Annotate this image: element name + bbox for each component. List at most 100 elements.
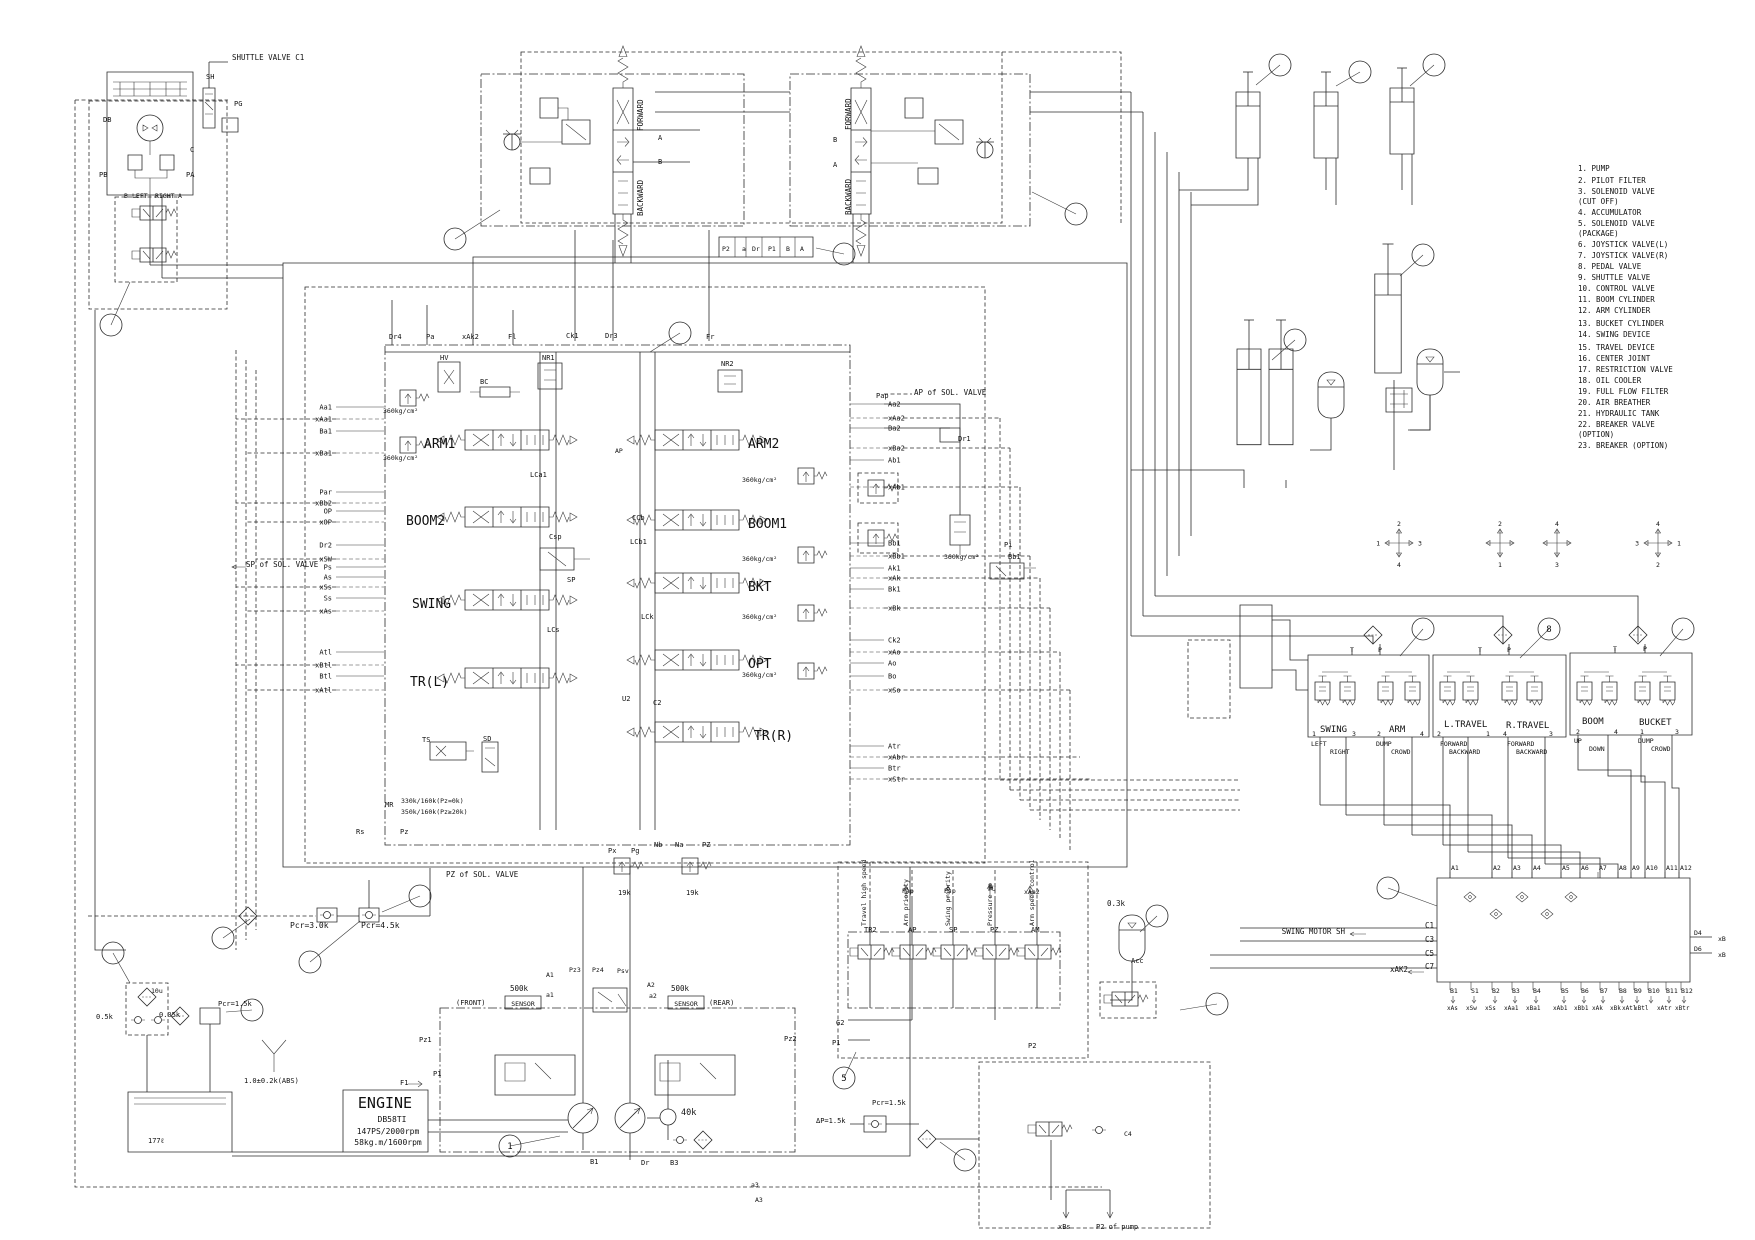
legend-item-8-pedal-valve: 8. PEDAL VALVE <box>1578 262 1642 271</box>
shuttle-port-a2: A2 <box>1493 864 1501 872</box>
solenoid-valve-package <box>838 862 1088 1058</box>
label-1-0-0-2k-abs: 1.0±0.2k(ABS) <box>244 1077 299 1085</box>
label-forward: FORWARD <box>844 98 853 130</box>
legend-item-3-solenoid-valve: 3. SOLENOID VALVE <box>1578 187 1655 196</box>
cv-port-xak: xAk <box>888 575 901 583</box>
label-a: A <box>178 192 182 200</box>
cv-port-xabr: xAbr <box>888 754 905 762</box>
label-pi: Pi <box>1004 541 1012 549</box>
label-pz: PZ <box>990 926 998 934</box>
label-ap: AP <box>908 926 916 934</box>
label-p2: P2 <box>1028 1042 1036 1050</box>
pedal-valve-left <box>481 45 744 257</box>
shuttle-port-d4: D4 <box>1694 929 1702 937</box>
balloon-10 <box>1377 877 1399 899</box>
cross-num-3: 3 <box>1555 561 1559 569</box>
label-p: P <box>1378 646 1382 654</box>
balloon-5 <box>833 1067 855 1089</box>
balloon-6 <box>1349 61 1371 83</box>
label-hv: HV <box>440 354 449 362</box>
label-tr-r: TR(R) <box>754 729 793 744</box>
label-pcr-4-5k: Pcr=4.5k <box>361 921 400 930</box>
legend-item-5-solenoid-valve: 5. SOLENOID VALVE <box>1578 219 1655 228</box>
label-ck1: Ck1 <box>566 332 579 340</box>
label-0-3k: 0.3k <box>1107 899 1126 908</box>
label-pz-of-sol-valve: PZ of SOL. VALVE <box>446 870 519 879</box>
label-psp: Psp <box>944 887 956 895</box>
label-19k: 19k <box>618 889 631 897</box>
cutoff-solenoid-valve <box>1100 982 1156 1018</box>
label-sd: SD <box>483 735 491 743</box>
label-forward: FORWARD <box>1507 740 1534 748</box>
cv-port-xop: xOP <box>319 519 332 527</box>
label-fl: Fl <box>508 333 516 341</box>
label-360kg-cm: 360kg/cm² <box>383 454 418 462</box>
label-bc: BC <box>480 378 488 386</box>
label-a1: a1 <box>546 991 554 999</box>
label-left: LEFT <box>132 192 148 200</box>
label-p1: P1 <box>768 245 776 253</box>
legend-item-20-air-breather: 20. AIR BREATHER <box>1578 398 1651 407</box>
label-4: 4 <box>1420 730 1424 738</box>
label-pap: Pap <box>902 887 914 895</box>
label-b: B <box>833 136 837 144</box>
cv-port-xbtl: xBtl <box>315 662 332 670</box>
label-p1: P1 <box>832 1039 840 1047</box>
cv-port-aa1: Aa1 <box>319 404 332 412</box>
label-nb: Nb <box>654 841 662 849</box>
label-pz: PZ <box>702 841 710 849</box>
label-p1: P1 <box>433 1070 441 1078</box>
cv-port-xbb1: xBb1 <box>888 553 905 561</box>
center-joint <box>1188 605 1308 718</box>
label-right: RIGHT <box>155 192 175 200</box>
engine-title: ENGINE <box>358 1094 412 1112</box>
label-arm: ARM <box>1389 725 1406 735</box>
label-bkt: BKT <box>748 580 772 595</box>
cross-num-3: 3 <box>1418 540 1422 548</box>
control-valve <box>283 263 1127 875</box>
cv-port-as: As <box>324 574 332 582</box>
label-boom1: BOOM1 <box>748 517 787 532</box>
label-sensor: SENSOR <box>674 1000 698 1008</box>
legend-item-package: (PACKAGE) <box>1578 229 1619 238</box>
label-0-05k: 0.05k <box>159 1011 181 1019</box>
cross-num-3: 3 <box>1635 540 1639 548</box>
cv-port-xss: xSs <box>319 584 332 592</box>
travel-port-block <box>719 237 813 257</box>
legend-item-11-boom-cylinder: 11. BOOM CYLINDER <box>1578 295 1655 304</box>
engine-torque: 58kg.m/1600rpm <box>354 1138 422 1147</box>
label-360kg-cm: 360kg/cm² <box>742 476 777 484</box>
label-rs: Rs <box>356 828 364 836</box>
label-a1: A1 <box>546 971 554 979</box>
label-dump: DUMP <box>1638 737 1654 745</box>
legend-item-18-oil-cooler: 18. OIL COOLER <box>1578 376 1642 385</box>
system-boundary <box>75 52 1121 1187</box>
cv-port-xbb2: xBb2 <box>315 500 332 508</box>
shuttle-line-xba1: xBa1 <box>1526 1005 1541 1012</box>
balloon-3 <box>100 314 122 336</box>
label-b3: B3 <box>670 1159 678 1167</box>
swing-device <box>107 62 238 282</box>
cv-port-bb1: Bb1 <box>888 540 901 548</box>
legend-item-7-joystick-valve-r: 7. JOYSTICK VALVE(R) <box>1578 251 1668 260</box>
label-2: 2 <box>1437 730 1441 738</box>
label-b: B <box>124 192 128 200</box>
label-boom: BOOM <box>1582 717 1604 727</box>
label-a3: a3 <box>751 1181 759 1189</box>
label-sp: SP <box>567 576 575 584</box>
shuttle-port-a3: A3 <box>1513 864 1521 872</box>
cv-port-xba1: xBa1 <box>315 450 332 458</box>
shuttle-port-c1: C1 <box>1425 921 1434 930</box>
label-dr: Dr <box>752 245 760 253</box>
label-boom2: BOOM2 <box>406 514 445 529</box>
label-3: 3 <box>1675 728 1679 736</box>
label-lck: LCk <box>641 613 654 621</box>
label-b: B <box>786 245 790 253</box>
label-px: Px <box>608 847 616 855</box>
label-backward: BACKWARD <box>636 179 645 216</box>
label-sp: SP <box>949 926 957 934</box>
shuttle-port-swing-motor-sh: SWING MOTOR SH <box>1282 927 1346 936</box>
legend-item-13-bucket-cylinder: 13. BUCKET CYLINDER <box>1578 319 1664 328</box>
label-f1: F1 <box>400 1079 408 1087</box>
balloon-17 <box>1206 993 1228 1015</box>
